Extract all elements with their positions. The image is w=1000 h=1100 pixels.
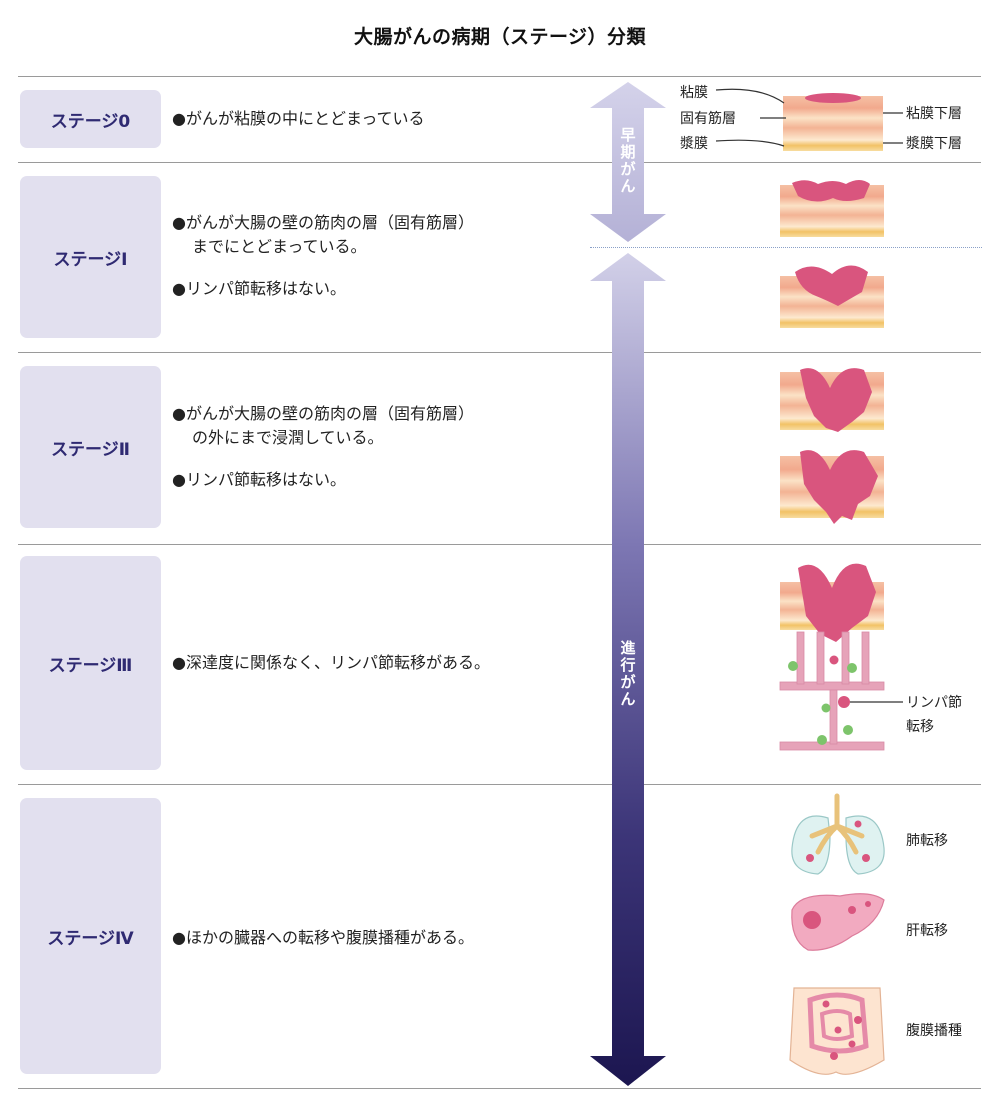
stage-label-3: ステージⅢ (20, 556, 161, 770)
label-subserosa: 漿膜下層 (906, 136, 962, 152)
early-cancer-label: 早期がん (620, 126, 636, 195)
description-line: ●がんが大腸の壁の筋肉の層（固有筋層） (172, 213, 474, 232)
peritoneal-dissemination-illustration (789, 987, 885, 1075)
advanced-cancer-arrow (590, 253, 666, 1086)
stage-2-illustration-b (780, 450, 884, 524)
stage-2-illustration-a (780, 368, 884, 432)
divider (18, 1088, 981, 1089)
stage-1-description: ●がんが大腸の壁の筋肉の層（固有筋層） までにとどまっている。 ●リンパ節転移はな… (172, 211, 582, 315)
early-advanced-divider (590, 247, 982, 248)
stage-3-description: ●深達度に関係なく、リンパ節転移がある。 (172, 651, 582, 689)
divider (18, 352, 981, 353)
label-lung-metastasis: 肺転移 (906, 833, 948, 849)
stage-3-illustration (779, 563, 903, 751)
description-line: ●深達度に関係なく、リンパ節転移がある。 (172, 653, 490, 672)
description-line: ●ほかの臓器への転移や腹膜播種がある。 (172, 928, 474, 947)
description-line: までにとどまっている。 (192, 237, 367, 256)
divider (18, 162, 981, 163)
stage-4-description: ●ほかの臓器への転移や腹膜播種がある。 (172, 926, 582, 964)
stage-label-0: ステージ0 (20, 90, 161, 148)
label-submucosa: 粘膜下層 (906, 106, 962, 122)
stage-2-description: ●がんが大腸の壁の筋肉の層（固有筋層） の外にまで浸潤している。 ●リンパ節転移は… (172, 402, 582, 506)
stage-label-1: ステージⅠ (20, 176, 161, 338)
label-lymph-metastasis-line2: 転移 (906, 719, 934, 735)
stage-label-4: ステージⅣ (20, 798, 161, 1074)
label-lymph-metastasis-line1: リンパ節 (906, 695, 962, 711)
label-peritoneal-dissemination: 腹膜播種 (906, 1023, 962, 1039)
lung-metastasis-illustration (791, 793, 885, 875)
stage-1-illustration-b (780, 265, 884, 328)
early-cancer-arrow (590, 82, 666, 242)
stage-0-illustration (715, 88, 903, 151)
divider (18, 76, 981, 77)
label-serosa: 漿膜 (680, 136, 708, 152)
description-line: の外にまで浸潤している。 (192, 428, 384, 447)
label-muscularis: 固有筋層 (680, 111, 736, 127)
page-title: 大腸がんの病期（ステージ）分類 (353, 26, 647, 48)
label-liver-metastasis: 肝転移 (906, 923, 948, 939)
stage-0-description: ●がんが粘膜の中にとどまっている (172, 107, 582, 145)
divider (18, 544, 981, 545)
stage-label-2: ステージⅡ (20, 366, 161, 528)
description-line: ●リンパ節転移はない。 (172, 470, 346, 489)
divider (18, 784, 981, 785)
stage-1-illustration-a (780, 180, 884, 237)
liver-metastasis-illustration (791, 893, 885, 951)
description-line: ●リンパ節転移はない。 (172, 279, 346, 298)
description-line: ●がんが粘膜の中にとどまっている (172, 109, 425, 128)
advanced-cancer-label: 進行がん (620, 639, 636, 708)
description-line: ●がんが大腸の壁の筋肉の層（固有筋層） (172, 404, 474, 423)
label-mucosa: 粘膜 (680, 85, 708, 101)
